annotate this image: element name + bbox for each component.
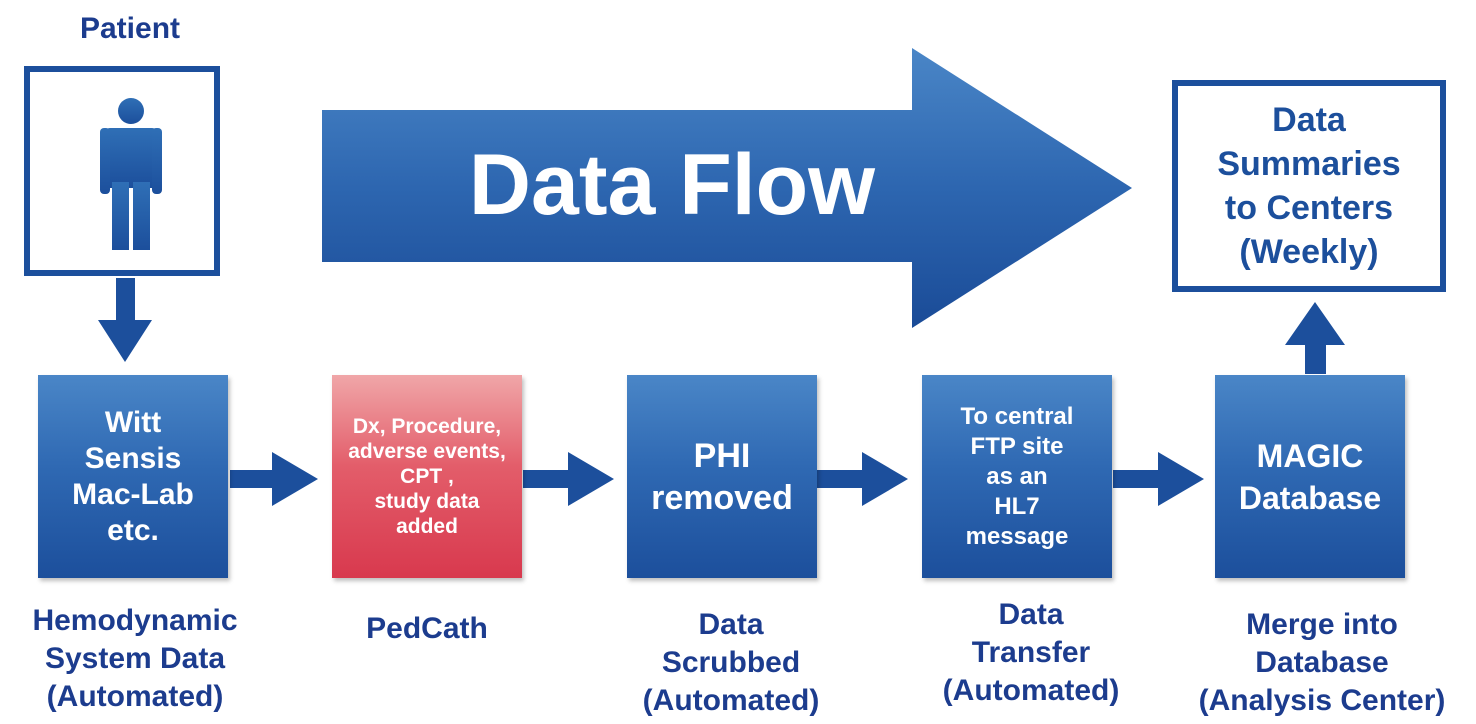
data-summaries-text: Data Summaries to Centers (Weekly)	[1217, 101, 1401, 271]
data-flow-title: Data Flow	[468, 137, 876, 233]
patient-box	[24, 66, 220, 276]
arrow-right-icon	[523, 452, 614, 506]
data-transfer-box: To central FTP site as an HL7 message	[922, 375, 1112, 578]
hemodynamic-system-box-text: Witt Sensis Mac-Lab etc.	[72, 405, 194, 547]
data-transfer-caption: Data Transfer (Automated)	[942, 598, 1120, 707]
arrow-up-icon	[1285, 302, 1345, 374]
magic-database-box: MAGIC Database	[1215, 375, 1405, 578]
hemodynamic-system-box: Witt Sensis Mac-Lab etc.	[38, 375, 228, 578]
big-arrow-right-icon	[322, 48, 1132, 328]
arrow-down-icon	[98, 278, 152, 362]
phi-removed-box-text: PHI removed	[651, 436, 793, 517]
magic-database-box-text: MAGIC Database	[1238, 437, 1382, 516]
data-summaries-box: Data Summaries to Centers (Weekly)	[1172, 80, 1446, 292]
hemodynamic-caption: Hemodynamic System Data (Automated)	[32, 604, 238, 713]
merge-into-database-caption: Merge into Database (Analysis Center)	[1198, 608, 1446, 717]
phi-removed-box: PHI removed	[627, 375, 817, 578]
arrow-right-icon	[817, 452, 908, 506]
person-icon	[100, 98, 162, 250]
patient-label: Patient	[79, 12, 181, 45]
pedcath-box: Dx, Procedure, adverse events, CPT , stu…	[332, 375, 522, 578]
data-transfer-box-text: To central FTP site as an HL7 message	[960, 402, 1074, 550]
pedcath-caption: PedCath	[366, 612, 488, 645]
pedcath-box-text: Dx, Procedure, adverse events, CPT , stu…	[348, 415, 506, 538]
arrow-right-icon	[1113, 452, 1204, 506]
data-scrubbed-caption: Data Scrubbed (Automated)	[642, 608, 820, 717]
arrow-right-icon	[230, 452, 318, 506]
